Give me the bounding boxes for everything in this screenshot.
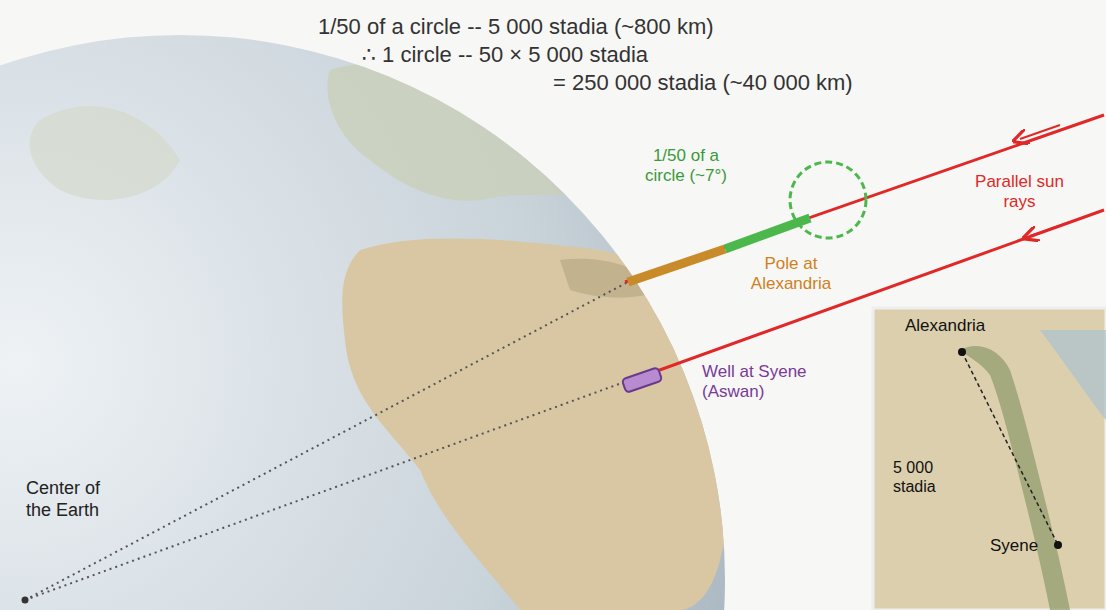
ray-arrowhead — [1020, 125, 1060, 139]
city-dot — [1054, 541, 1062, 549]
result-line: 1/50 of a circle -- 5 000 stadia (~800 k… — [318, 14, 714, 40]
well-label: Well at Syene (Aswan) — [702, 362, 820, 403]
center-label: Center of the Earth — [26, 478, 108, 521]
ray-arrowhead — [1030, 222, 1070, 236]
city-dot — [958, 348, 966, 356]
sun-ray — [625, 115, 1104, 282]
angle-label: 1/50 of a circle (~7°) — [636, 146, 736, 187]
radius-line — [25, 380, 630, 600]
distance-label: 5 000 stadia — [893, 458, 957, 496]
city-label: Alexandria — [905, 316, 985, 336]
center-dot — [22, 597, 29, 604]
continents — [30, 62, 734, 610]
inset-map — [873, 308, 1106, 610]
pole-label: Pole at Alexandria — [736, 254, 846, 295]
result-line: = 250 000 stadia (~40 000 km) — [553, 70, 853, 96]
city-label: Syene — [990, 536, 1038, 556]
radius-line — [25, 282, 628, 600]
shadow-angle — [725, 218, 810, 249]
ray-label: Parallel sun rays — [962, 172, 1077, 213]
nile-valley — [960, 346, 1070, 610]
red-sea — [1040, 330, 1106, 420]
angle-circle — [790, 162, 866, 238]
distance-line — [962, 352, 1058, 545]
pole — [628, 249, 725, 282]
well — [622, 367, 662, 393]
result-line: ∴ 1 circle -- 50 × 5 000 stadia — [362, 42, 648, 68]
